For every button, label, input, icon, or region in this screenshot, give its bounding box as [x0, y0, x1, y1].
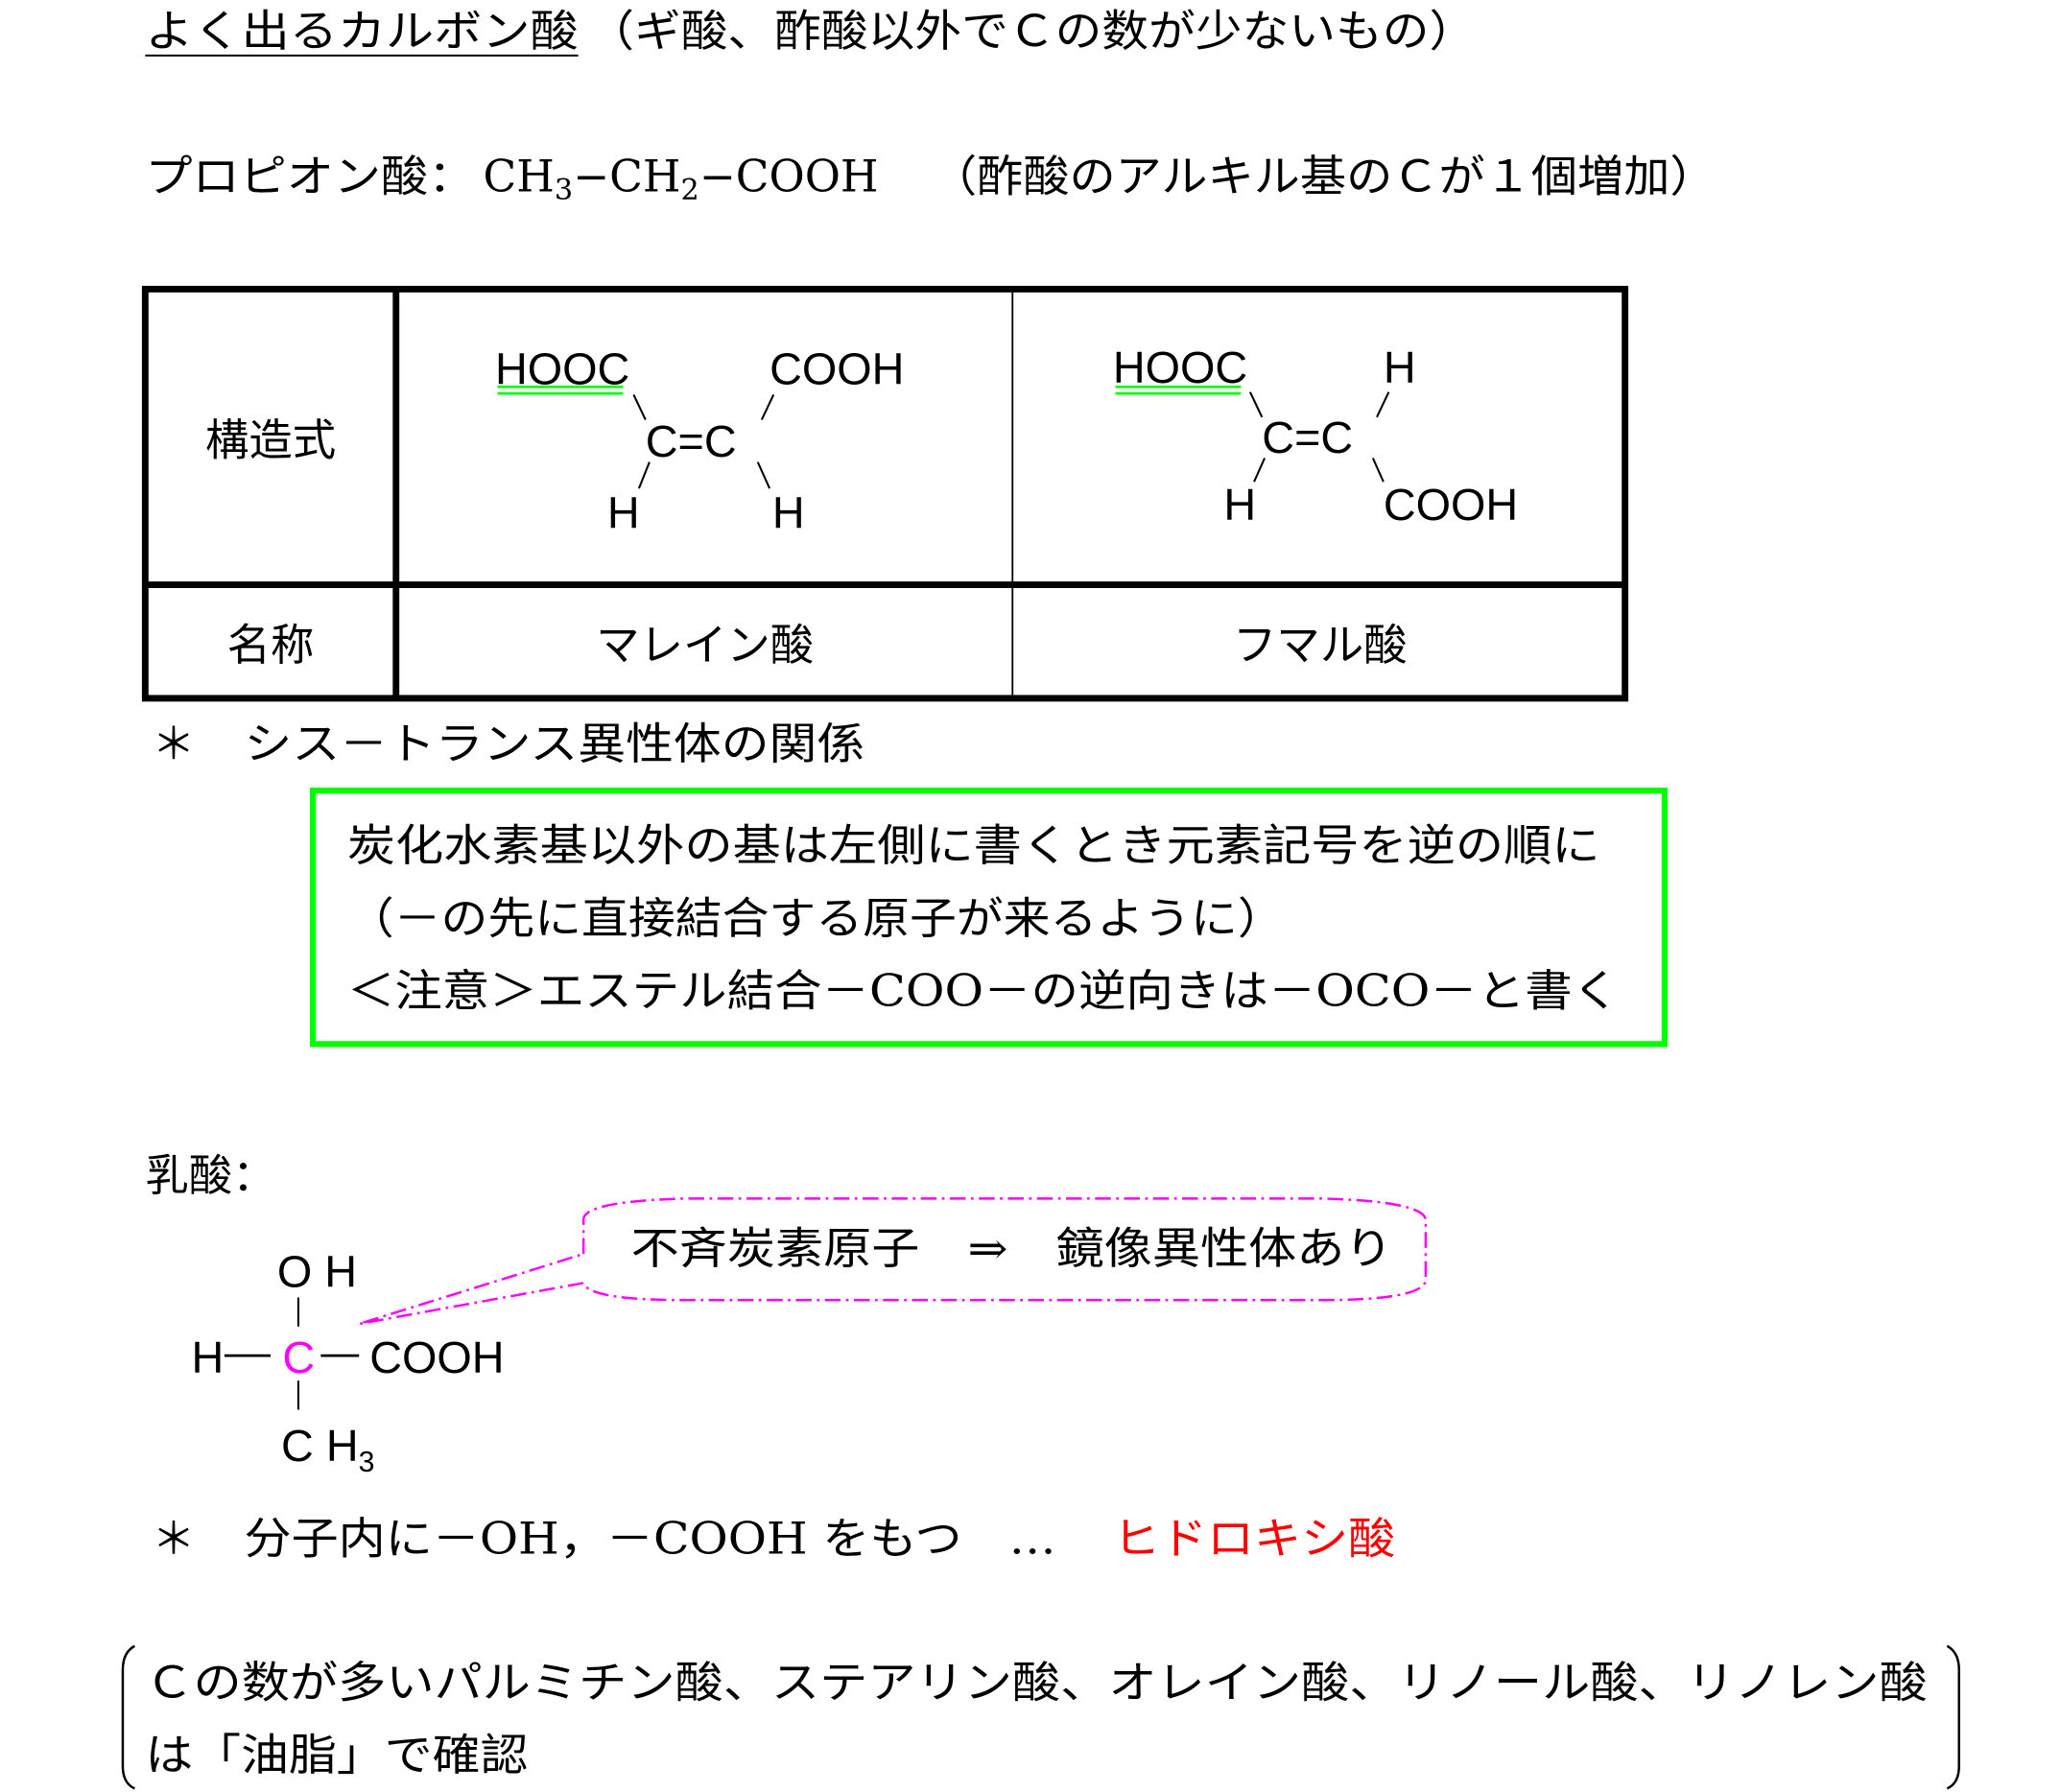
svg-text:C H3: C H3	[281, 1421, 374, 1478]
bracket-note: Ｃの数が多いパルミチン酸、ステアリン酸、オレイン酸、リノール酸、リノレン酸 は「…	[121, 1644, 1960, 1790]
hydroxy-acid-term: ヒドロキシ酸	[1113, 1513, 1395, 1564]
svg-text:COOH: COOH	[369, 1332, 504, 1382]
svg-text:COOH: COOH	[1384, 480, 1518, 530]
svg-text:H: H	[1223, 480, 1256, 530]
chiral-carbon: C	[282, 1332, 315, 1382]
propionic-label: プロピオン酸：	[145, 152, 475, 202]
svg-text:Ｃの数が多いパルミチン酸、ステアリン酸、オレイン酸、リノール: Ｃの数が多いパルミチン酸、ステアリン酸、オレイン酸、リノール酸、リノレン酸	[145, 1657, 1927, 1708]
propionic-note: （酢酸のアルキル基のＣが１個増加）	[931, 152, 1717, 202]
asterisk-mark: ＊	[152, 719, 195, 769]
hydroxy-note: 分子内に－OH，－COOH をもつ …	[245, 1513, 1056, 1564]
heading-title: よく出るカルボン酸	[145, 6, 578, 57]
propionic-formula: CH3−CH2−COOH	[484, 152, 879, 207]
svg-text:（－の先に直接結合する原子が来るように）: （－の先に直接結合する原子が来るように）	[347, 893, 1285, 944]
svg-text:COOH: COOH	[770, 343, 904, 393]
row-header-name: 名称	[227, 620, 315, 671]
svg-text:H: H	[772, 487, 805, 537]
green-note-box: 炭化水素基以外の基は左側に書くとき元素記号を逆の順に （－の先に直接結合する原子…	[309, 788, 1669, 1048]
maleic-structure: HOOC COOH C=C H H	[495, 343, 904, 537]
fumaric-structure: HOOC H C=C H COOH	[1113, 342, 1518, 530]
row-header-structure: 構造式	[205, 415, 336, 466]
svg-text:C=C: C=C	[1262, 413, 1353, 462]
lactic-acid-structure: O H H C COOH C H3	[191, 1247, 504, 1479]
svg-text:H: H	[607, 487, 640, 537]
svg-text:炭化水素基以外の基は左側に書くとき元素記号を逆の順に: 炭化水素基以外の基は左側に書くとき元素記号を逆の順に	[347, 820, 1600, 871]
fumaric-acid-name: フマル酸	[1233, 620, 1408, 671]
asterisk-mark-2: ＊	[152, 1513, 195, 1564]
svg-text:HOOC: HOOC	[1113, 342, 1247, 392]
svg-text:C=C: C=C	[646, 416, 737, 466]
isomer-table: 構造式 名称 マレイン酸 フマル酸 HOOC COOH C=C H H HOOC…	[141, 285, 1629, 702]
maleic-acid-name: マレイン酸	[596, 620, 814, 671]
svg-text:不斉炭素原子 ⇒ 鏡像異性体あり: 不斉炭素原子 ⇒ 鏡像異性体あり	[631, 1223, 1393, 1274]
svg-text:H: H	[191, 1332, 224, 1382]
chiral-callout: 不斉炭素原子 ⇒ 鏡像異性体あり	[358, 1197, 1428, 1326]
svg-text:HOOC: HOOC	[495, 343, 629, 393]
svg-text:＜注意＞エステル結合－COO－の逆向きは－OCO－と書く: ＜注意＞エステル結合－COO－の逆向きは－OCO－と書く	[347, 965, 1620, 1016]
svg-text:は「油脂」で確認: は「油脂」で確認	[145, 1730, 528, 1780]
svg-text:H: H	[1384, 342, 1416, 392]
heading-subtitle: （ギ酸、酢酸以外でＣの数が少ないもの）	[587, 6, 1476, 57]
cis-trans-note: シス－トランス異性体の関係	[245, 719, 865, 769]
lactic-acid-label: 乳酸：	[145, 1150, 275, 1201]
svg-text:O H: O H	[277, 1247, 357, 1297]
